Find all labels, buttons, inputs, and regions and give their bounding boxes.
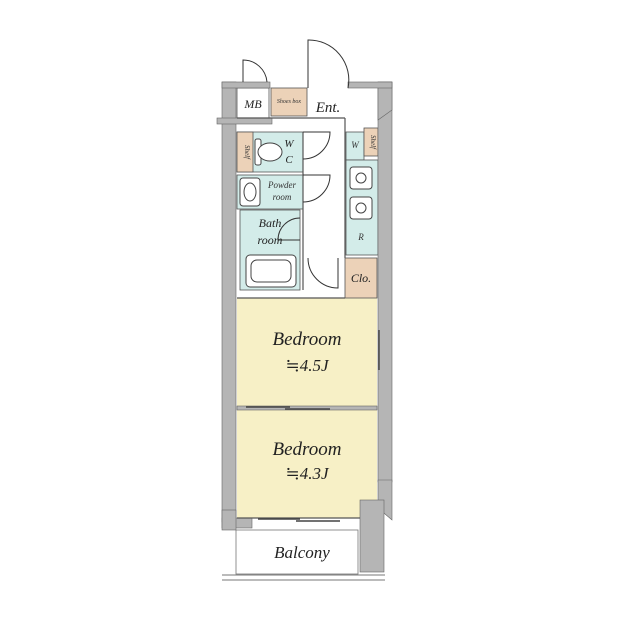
bathtub-icon <box>245 254 297 288</box>
shelf-right-label: Shelf <box>369 135 377 150</box>
washbasin-icon <box>239 177 261 207</box>
partitions <box>237 117 360 519</box>
bedroom-1-size: ≒4.5J <box>285 356 329 375</box>
balcony-floor <box>235 529 359 575</box>
bedroom-2-size: ≒4.3J <box>285 464 329 483</box>
door-swings <box>242 39 350 289</box>
closet-floor <box>344 257 378 299</box>
shoes-box-floor <box>270 87 308 117</box>
powder-room-label-2: room <box>273 192 292 202</box>
bath-room-label-1: Bath <box>259 216 282 230</box>
closet-label: Clo. <box>351 271 371 285</box>
bedroom-2-floor <box>237 410 377 518</box>
washer-label: W <box>351 140 360 150</box>
entrance-label: Ent. <box>315 100 341 116</box>
shoes-box-label: Shoes box <box>277 99 301 105</box>
balcony-label: Balcony <box>274 543 330 562</box>
mb-label: MB <box>243 97 262 111</box>
stove-icon <box>349 196 373 220</box>
shelf-left-floor <box>236 131 254 173</box>
windows <box>258 330 380 522</box>
balcony-rail <box>222 574 385 581</box>
fridge-label: R <box>357 232 364 242</box>
bedroom-1-name: Bedroom <box>273 329 342 350</box>
wc-c-label: C <box>285 154 293 166</box>
bedroom-2-name: Bedroom <box>273 439 342 460</box>
toilet-icon <box>254 138 283 166</box>
shelf-left-label: Shelf <box>243 145 251 160</box>
kitchen-sink-icon <box>349 166 373 190</box>
powder-room-label-1: Powder <box>267 180 296 190</box>
wc-w-label: W <box>284 138 294 150</box>
bath-room-label-2: room <box>258 233 283 247</box>
sliding-doors <box>246 406 330 410</box>
bedroom-1-floor <box>237 298 377 408</box>
